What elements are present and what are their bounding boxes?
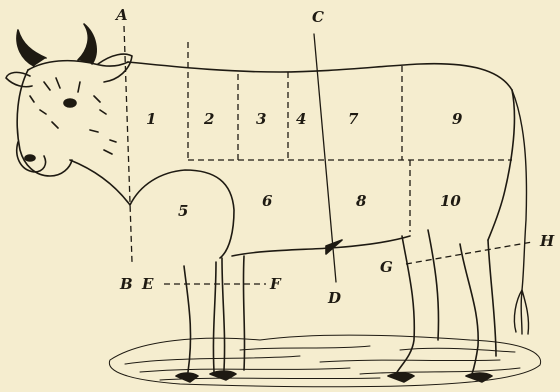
letter-C: C (312, 8, 324, 26)
letter-F: F (269, 275, 282, 293)
letter-G: G (380, 258, 393, 276)
section-number-8: 8 (356, 192, 367, 210)
section-number-1: 1 (146, 110, 156, 128)
line-G-H (406, 242, 532, 264)
letter-E: E (141, 275, 154, 293)
section-number-7: 7 (348, 110, 359, 128)
letter-H: H (539, 232, 555, 250)
section-number-9: 9 (452, 110, 463, 128)
section-number-10: 10 (440, 192, 461, 210)
section-numbers: 1 2 3 4 5 6 7 8 9 10 (146, 110, 463, 220)
section-number-2: 2 (203, 110, 214, 128)
section-number-5: 5 (178, 202, 188, 220)
section-number-6: 6 (262, 192, 273, 210)
letter-B: B (119, 275, 133, 293)
section-number-4: 4 (296, 110, 306, 128)
letter-D: D (327, 289, 341, 307)
section-number-3: 3 (256, 110, 266, 128)
cow-head (6, 24, 132, 176)
letter-A: A (114, 6, 128, 24)
